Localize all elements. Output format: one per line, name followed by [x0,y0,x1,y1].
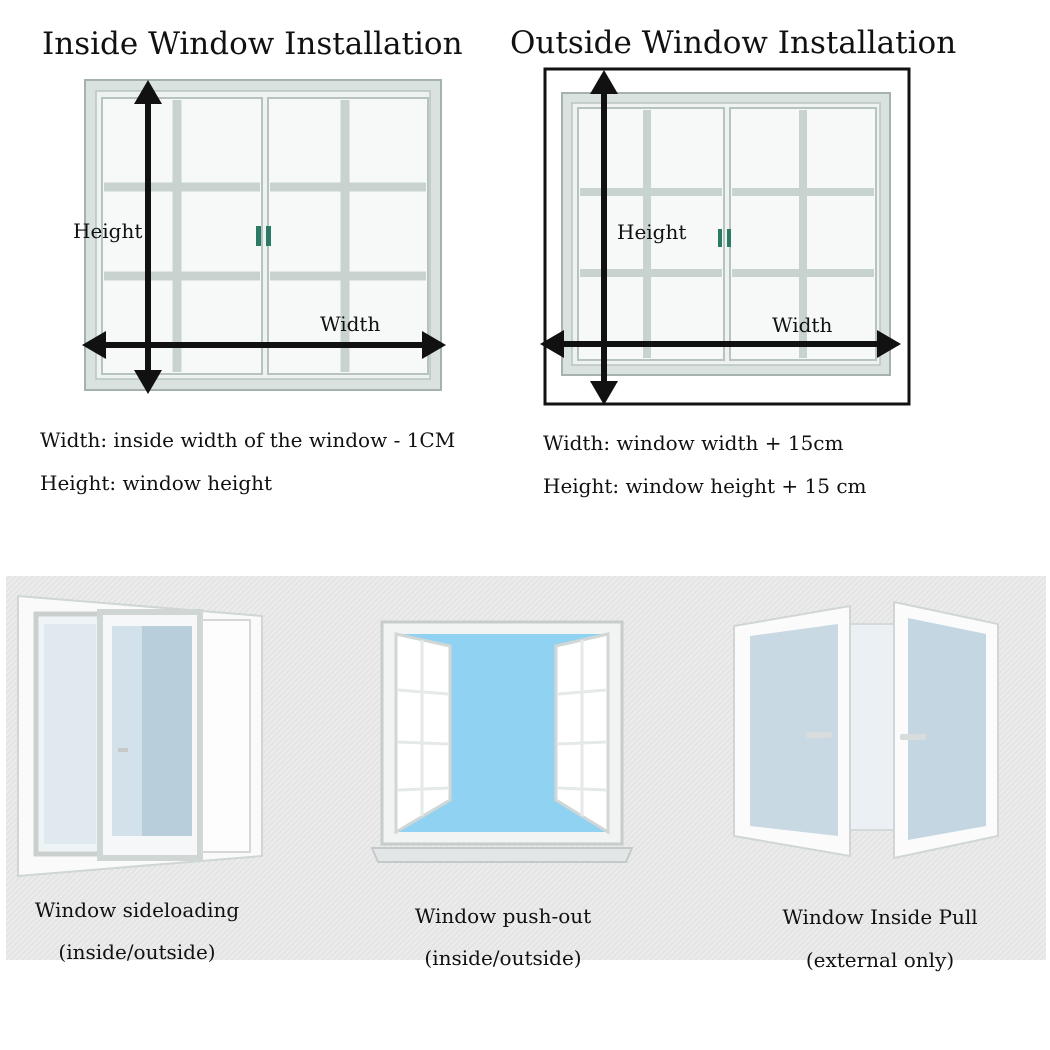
inside-height-label: Height [73,219,143,243]
outside-bounding-box [543,67,911,406]
width-arrow-icon [82,331,446,359]
inside-spec-height: Height: window height [40,471,273,495]
inside-pull-window-icon [733,600,999,860]
inside-title: Inside Window Installation [42,26,463,62]
type-3-line-1: Window Inside Pull [782,905,978,929]
outside-spec-width: Width: window width + 15cm [543,431,844,455]
outside-width-label: Width [772,313,833,337]
outside-title: Outside Window Installation [510,25,957,61]
outside-spec-height: Height: window height + 15 cm [543,474,867,498]
handle-icon [256,226,261,246]
height-arrow-icon [134,80,162,394]
inside-width-label: Width [320,312,381,336]
push-out-window-icon [370,620,634,863]
inside-window-diagram [82,67,911,406]
type-3-line-2: (external only) [805,948,955,972]
type-1-line-1: Window sideloading [34,898,240,922]
sideloading-window-icon [17,594,263,878]
outside-height-arrow-icon [590,70,618,405]
inside-spec-width: Width: inside width of the window - 1CM [40,428,456,452]
type-1-line-2: (inside/outside) [58,940,216,964]
type-2-line-1: Window push-out [414,904,592,928]
type-2-line-2: (inside/outside) [424,946,582,970]
outside-height-label: Height [617,220,687,244]
outside-width-arrow-icon [540,330,901,358]
